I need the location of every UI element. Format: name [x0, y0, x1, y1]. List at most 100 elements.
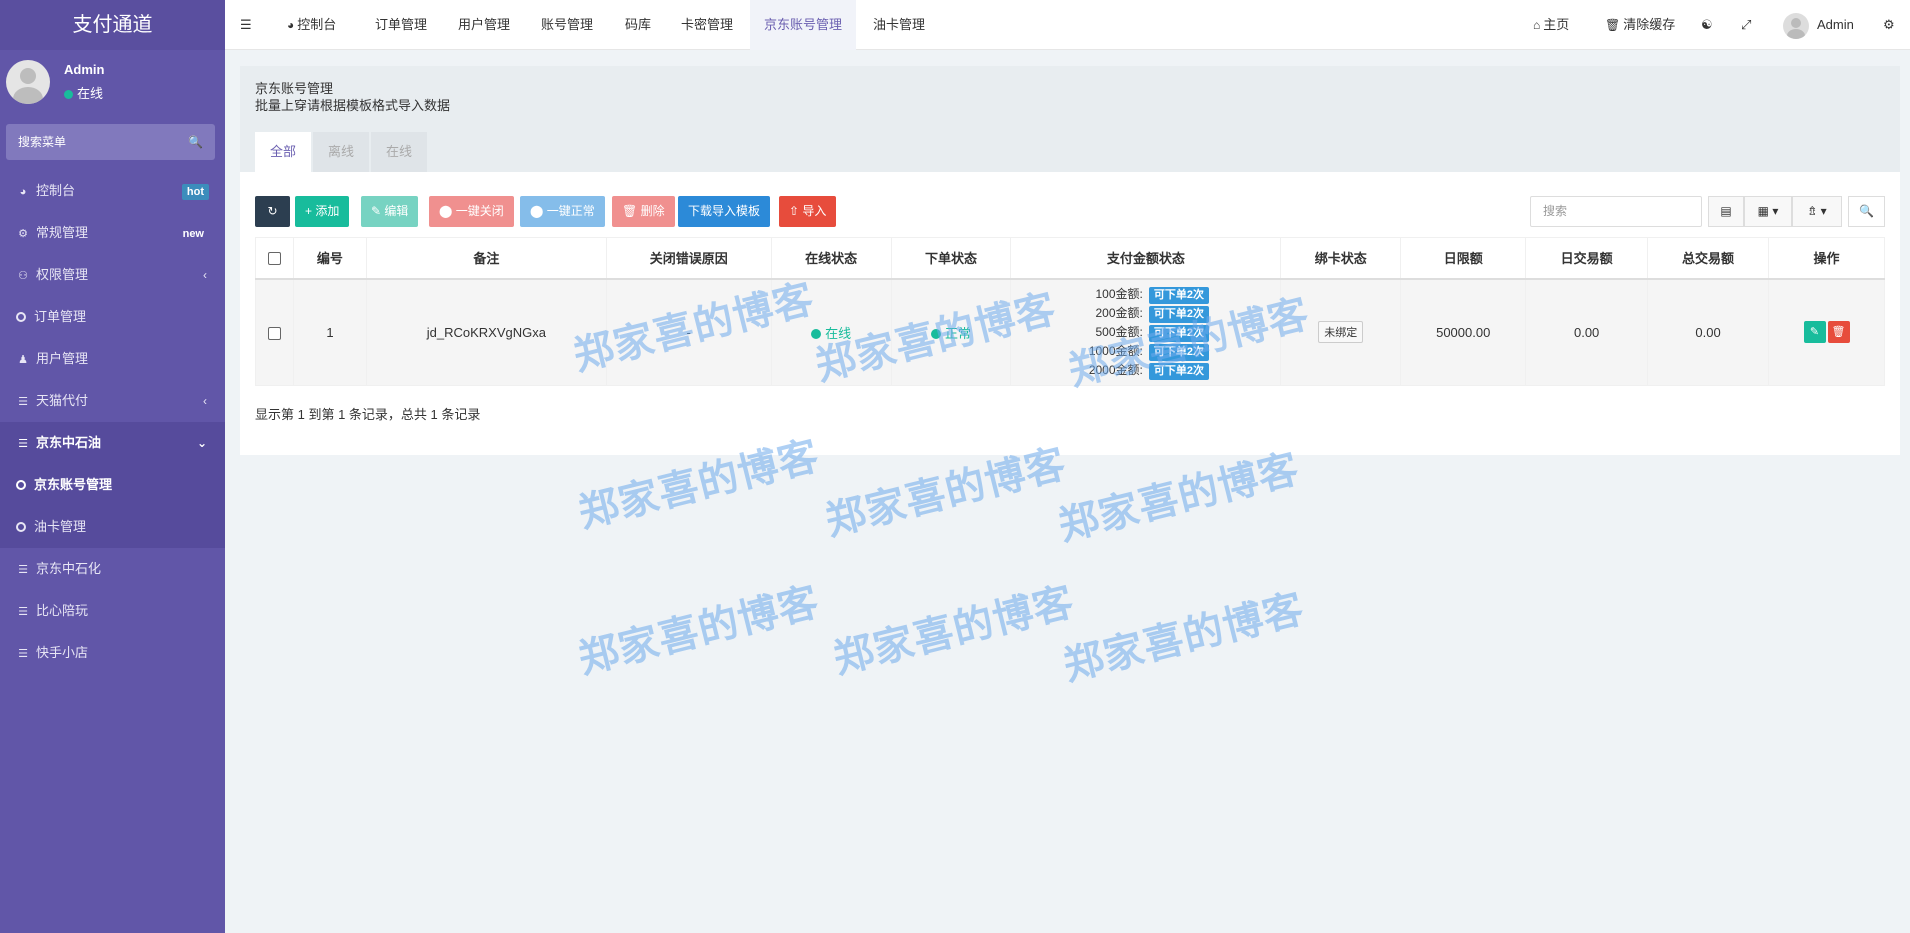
menu-search-input[interactable]: 搜索菜单 🔍	[6, 124, 215, 160]
home-label: 主页	[1543, 17, 1570, 32]
table-search-input[interactable]: 搜索	[1530, 196, 1702, 227]
language-icon[interactable]: ☯	[1701, 17, 1713, 32]
sidebar-item-label: 用户管理	[36, 351, 89, 366]
sidebar-item-kuaishou[interactable]: ☰快手小店	[0, 632, 225, 674]
user-status: 在线	[64, 83, 103, 102]
cell-daily-limit: 50000.00	[1400, 278, 1527, 386]
row-delete-button[interactable]: 🗑	[1827, 321, 1850, 344]
col-bind-status[interactable]: 绑卡状态	[1280, 237, 1402, 280]
col-total-amount[interactable]: 总交易额	[1647, 237, 1769, 280]
tab-users[interactable]: 用户管理	[458, 17, 511, 32]
select-all-checkbox[interactable]	[255, 237, 294, 280]
menu-search-placeholder: 搜索菜单	[18, 135, 67, 149]
tab-card-keys[interactable]: 卡密管理	[681, 17, 734, 32]
cell-close-reason: -	[605, 278, 772, 386]
row-checkbox-cell[interactable]	[255, 278, 294, 386]
edit-label: 编辑	[384, 204, 409, 218]
cell-order-status: 正常	[890, 278, 1012, 386]
col-close-reason[interactable]: 关闭错误原因	[605, 237, 772, 280]
refresh-button[interactable]: ↻	[255, 196, 290, 227]
cell-total-amount: 0.00	[1647, 278, 1769, 386]
add-label: 添加	[315, 204, 340, 218]
sidebar-item-orders[interactable]: 订单管理	[0, 296, 225, 338]
col-online-status[interactable]: 在线状态	[770, 237, 892, 280]
normal-all-button[interactable]: ⬤ 一键正常	[520, 196, 605, 227]
export-dropdown-icon[interactable]: ⇯ ▾	[1792, 196, 1842, 227]
delete-button[interactable]: 🗑 删除	[612, 196, 675, 227]
col-payment-amount-status[interactable]: 支付金额状态	[1010, 237, 1282, 280]
sidebar-item-users[interactable]: ♟用户管理	[0, 338, 225, 380]
top-navbar: ☰ ◕控制台 订单管理 用户管理 账号管理 码库 卡密管理 京东账号管理 油卡管…	[225, 0, 1910, 50]
table-row[interactable]: 1 jd_RCoKRXVgNGxa - 在线 正常 100金额:可下单2次 20…	[255, 278, 1885, 386]
toggle-view-icon[interactable]: ▤	[1708, 196, 1744, 227]
admin-label: Admin	[1817, 17, 1854, 32]
upload-icon: ⇧	[789, 204, 803, 218]
tab-online[interactable]: 在线	[371, 132, 428, 172]
tab-oil-cards[interactable]: 油卡管理	[873, 17, 926, 32]
col-daily-limit[interactable]: 日限额	[1400, 237, 1527, 280]
status-dot-icon	[931, 328, 941, 339]
tab-jd-accounts[interactable]: 京东账号管理	[750, 0, 857, 50]
amount-badge: 可下单2次	[1148, 362, 1209, 380]
import-button[interactable]: ⇧ 导入	[779, 196, 837, 227]
menu-toggle-icon[interactable]: ☰	[240, 17, 252, 32]
bind-status-badge: 未绑定	[1318, 321, 1364, 344]
hot-badge: hot	[181, 184, 209, 200]
home-link[interactable]: ⌂主页	[1533, 0, 1569, 50]
tab-dashboard[interactable]: ◕控制台	[287, 0, 336, 50]
tab-all[interactable]: 全部	[255, 132, 312, 172]
close-all-button[interactable]: ⬤ 一键关闭	[429, 196, 514, 227]
amount-row: 1000金额:可下单2次	[1083, 342, 1209, 361]
home-icon: ⌂	[1533, 18, 1541, 32]
avatar	[6, 60, 50, 104]
sidebar-item-label: 权限管理	[36, 267, 89, 282]
tab-offline[interactable]: 离线	[313, 132, 370, 172]
fullscreen-icon[interactable]: ⤢	[1741, 17, 1752, 32]
checkbox[interactable]	[267, 326, 281, 340]
download-template-button[interactable]: 下载导入模板	[678, 196, 771, 227]
tab-accounts[interactable]: 账号管理	[541, 17, 594, 32]
trash-icon: 🗑	[622, 204, 641, 218]
tab-orders[interactable]: 订单管理	[375, 17, 428, 32]
watermark-text: 郑家喜的博客	[1059, 586, 1309, 689]
pencil-icon: ✎	[371, 204, 385, 218]
sidebar-item-jd-sinopec[interactable]: ☰京东中石油⌄	[0, 422, 225, 464]
sidebar-item-bixin[interactable]: ☰比心陪玩	[0, 590, 225, 632]
columns-dropdown-icon[interactable]: ▦ ▾	[1744, 196, 1792, 227]
watermark-text: 郑家喜的博客	[829, 579, 1079, 682]
settings-icon[interactable]: ⚙	[1883, 17, 1895, 32]
list-icon: ☰	[18, 648, 28, 660]
online-status-text: 在线	[825, 325, 852, 341]
cell-bind-status: 未绑定	[1280, 278, 1402, 386]
clear-cache-button[interactable]: 🗑清除缓存	[1605, 0, 1675, 50]
sidebar-item-label: 京东账号管理	[34, 477, 113, 492]
cogs-icon: ⚙	[18, 228, 28, 240]
edit-button[interactable]: ✎ 编辑	[361, 196, 419, 227]
col-order-status[interactable]: 下单状态	[890, 237, 1012, 280]
sidebar-item-tmall[interactable]: ☰天猫代付‹	[0, 380, 225, 422]
circle-icon: ⬤	[439, 204, 456, 218]
sidebar-item-jd-sinochem[interactable]: ☰京东中石化	[0, 548, 225, 590]
add-button[interactable]: + 添加	[295, 196, 350, 227]
app-logo-title[interactable]: 支付通道	[0, 0, 225, 50]
sidebar-item-permissions[interactable]: ⚇权限管理‹	[0, 254, 225, 296]
tab-label: 控制台	[297, 17, 337, 32]
col-id[interactable]: 编号	[292, 237, 367, 280]
tab-code-library[interactable]: 码库	[625, 17, 652, 32]
sidebar-item-oil-cards[interactable]: 油卡管理	[0, 506, 225, 548]
amount-label: 1000金额:	[1088, 343, 1143, 358]
col-remark[interactable]: 备注	[365, 237, 607, 280]
admin-menu[interactable]: Admin	[1783, 0, 1854, 50]
row-edit-button[interactable]: ✎	[1803, 321, 1826, 344]
checkbox[interactable]	[267, 252, 281, 266]
search-icon[interactable]: 🔍	[1848, 196, 1885, 227]
search-icon[interactable]: 🔍	[188, 135, 203, 149]
col-daily-amount[interactable]: 日交易额	[1525, 237, 1649, 280]
sidebar-item-jd-accounts[interactable]: 京东账号管理	[0, 464, 225, 506]
sidebar-item-label: 京东中石油	[36, 435, 102, 450]
sidebar-item-label: 油卡管理	[34, 519, 87, 534]
online-dot-icon	[64, 90, 73, 99]
